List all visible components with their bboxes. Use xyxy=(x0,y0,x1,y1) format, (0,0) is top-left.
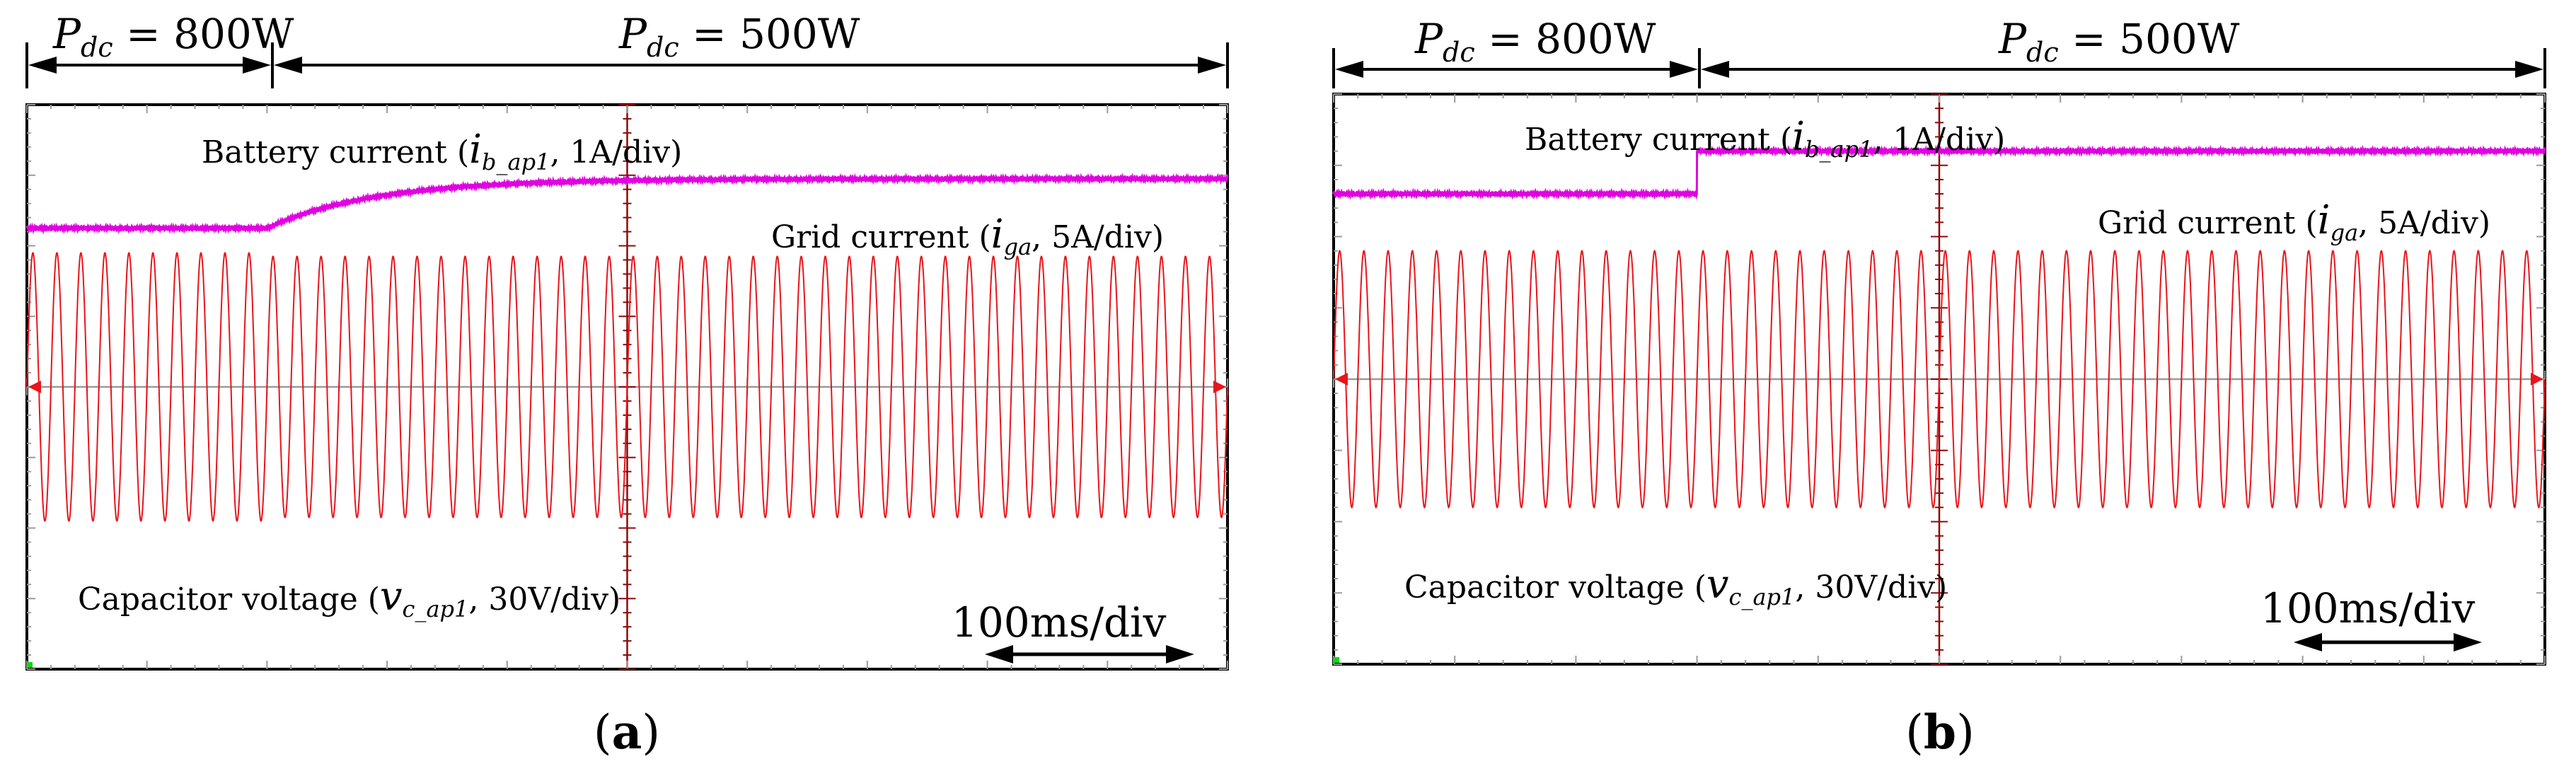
pdc-500-arrowhead-left-b xyxy=(1701,61,1729,78)
battery-trace-a xyxy=(25,172,1229,235)
pdc-800-arrowhead-right xyxy=(243,57,271,74)
grid-trace-a xyxy=(26,252,1228,522)
traces-a xyxy=(25,172,1229,522)
pdc-800-arrowhead-right-b xyxy=(1670,61,1698,78)
pdc-800-label-b: Pdc = 800W xyxy=(1414,15,1656,68)
panel-b: Pdc = 800W Pdc = 500W Battery current (i… xyxy=(1332,15,2546,760)
power-arrows xyxy=(25,42,1229,88)
pdc-500-label-b: Pdc = 500W xyxy=(1998,15,2240,68)
pdc-800-arrowhead-left xyxy=(28,57,57,74)
pdc-500-arrowhead-right xyxy=(1198,57,1226,74)
grid-trace-b xyxy=(1333,250,2546,509)
cap-label-b: Capacitor voltage (vc_ap1, 30V/div) xyxy=(1404,562,1947,610)
cap-label-a: Capacitor voltage (vc_ap1, 30V/div) xyxy=(78,574,620,622)
timebase-arrow-a xyxy=(985,645,1194,663)
timebase-label-b: 100ms/div xyxy=(2260,584,2476,632)
ground-marker-left xyxy=(28,381,41,393)
pdc-500-label: Pdc = 500W xyxy=(618,10,860,63)
power-arrows-b xyxy=(1332,48,2546,88)
pdc-800-arrowhead-left-b xyxy=(1335,61,1363,78)
trigger-marker xyxy=(1334,657,1339,663)
caption-b: (b) xyxy=(1905,705,1975,760)
grid-label-a: Grid current (iga, 5A/div) xyxy=(771,211,1164,260)
timebase-label-a: 100ms/div xyxy=(952,598,1167,647)
pdc-500-arrowhead-left xyxy=(274,57,302,74)
ground-marker-right xyxy=(2531,373,2543,386)
ground-marker-left xyxy=(1335,373,1348,386)
grid-label-b: Grid current (iga, 5A/div) xyxy=(2098,197,2490,246)
battery-label-a: Battery current (ib_ap1, 1A/div) xyxy=(202,127,682,175)
battery-trace-b xyxy=(1332,144,2546,201)
pdc-800-label: Pdc = 800W xyxy=(52,10,294,63)
ground-marker-right xyxy=(1213,381,1226,393)
traces-b xyxy=(1332,144,2546,509)
caption-a: (a) xyxy=(594,705,660,760)
trigger-marker xyxy=(27,662,33,668)
pdc-500-arrowhead-right-b xyxy=(2515,61,2543,78)
battery-label-b: Battery current (ib_ap1, 1A/div) xyxy=(1525,114,2005,163)
panel-a: Pdc = 800W Pdc = 500W Battery current (i… xyxy=(25,10,1229,760)
timebase-arrow-b xyxy=(2294,633,2482,651)
